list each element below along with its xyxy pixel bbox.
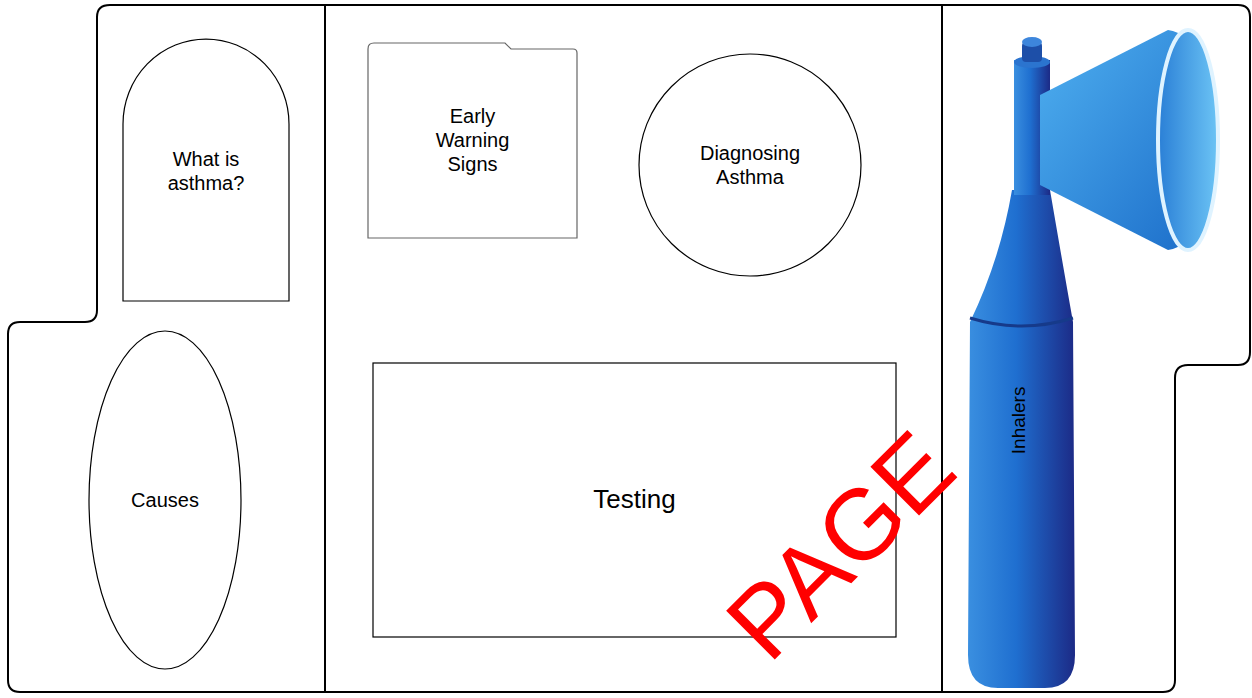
node-text: Testing	[593, 484, 675, 515]
arch-box: What is asthma?	[122, 40, 290, 302]
inhaler-illustration	[968, 30, 1218, 688]
inhaler-node: Inhalers	[980, 300, 1060, 540]
folder-node: Early Warning Signs	[367, 41, 578, 239]
circle-node: Diagnosing Asthma	[638, 53, 862, 277]
ellipse-node: Causes	[88, 330, 242, 670]
node-text: Causes	[131, 488, 199, 512]
node-text: Inhalers	[1009, 386, 1032, 454]
node-text: Early Warning Signs	[436, 104, 510, 176]
node-outline	[122, 40, 290, 302]
node-text: Diagnosing Asthma	[700, 141, 800, 189]
node-text: What is asthma?	[168, 147, 245, 195]
node-outline	[638, 53, 862, 277]
